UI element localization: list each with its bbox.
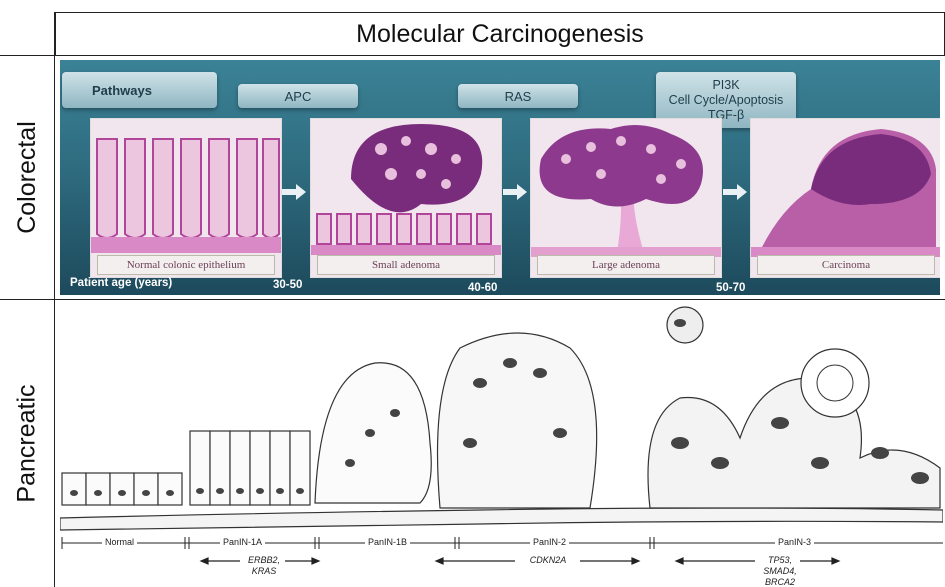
age-range-1: 30-50 [273,279,302,291]
row-label-colorectal: Colorectal [0,56,54,299]
normal-epithelium-illustration [91,119,281,277]
age-range-3: 50-70 [716,282,745,294]
stage-panin-1a: PanIN-1A [220,537,265,547]
pathway-pi3k-line1: PI3K [712,78,739,93]
gene-smad4: SMAD4, [760,566,800,577]
pancreatic-panel: Normal PanIN-1A PanIN-1B PanIN-2 PanIN-3… [60,303,943,587]
stage-caption-large-adenoma: Large adenoma [537,255,715,275]
age-range-2: 40-60 [468,282,497,294]
progression-arrow-1 [282,184,306,200]
stage-caption-small-adenoma: Small adenoma [317,255,495,275]
stage-panel-small-adenoma: Small adenoma [310,118,502,278]
stage-panin-1b: PanIN-1B [365,537,410,547]
stage-panin-2: PanIN-2 [530,537,569,547]
carcinoma-illustration [751,119,940,277]
patient-age-label: Patient age (years) [70,277,172,289]
row-label-pancreatic: Pancreatic [0,300,54,587]
stage-normal: Normal [102,537,137,547]
row-divider-middle [0,299,945,300]
pathway-pi3k-line2: Cell Cycle/Apoptosis [669,93,784,108]
progression-arrow-2 [503,184,527,200]
stage-panel-normal: Normal colonic epithelium [90,118,282,278]
gene-brca2: BRCA2 [760,577,800,587]
colorectal-label: Colorectal [13,121,42,234]
large-adenoma-illustration [531,119,721,277]
pancreatic-label: Pancreatic [13,384,42,502]
figure-title: Molecular Carcinogenesis [55,12,945,56]
pathway-tag-ras: RAS [458,84,578,108]
gene-erbb2: ERBB2, [246,555,282,566]
progression-arrow-3 [723,184,747,200]
stage-caption-normal: Normal colonic epithelium [97,255,275,275]
colorectal-panel: Pathways APC RAS PI3K Cell Cycle/Apoptos… [60,60,940,295]
stage-caption-carcinoma: Carcinoma [757,255,935,275]
small-adenoma-illustration [311,119,501,277]
gene-tp53: TP53, [760,555,800,566]
stage-panin-3: PanIN-3 [775,537,814,547]
pathways-tag: Pathways [62,72,217,108]
stage-panel-large-adenoma: Large adenoma [530,118,722,278]
pathway-tag-apc: APC [238,84,358,108]
gene-cdkn2a: CDKN2A [520,555,576,566]
stage-panel-carcinoma: Carcinoma [750,118,940,278]
gene-kras: KRAS [246,566,282,577]
